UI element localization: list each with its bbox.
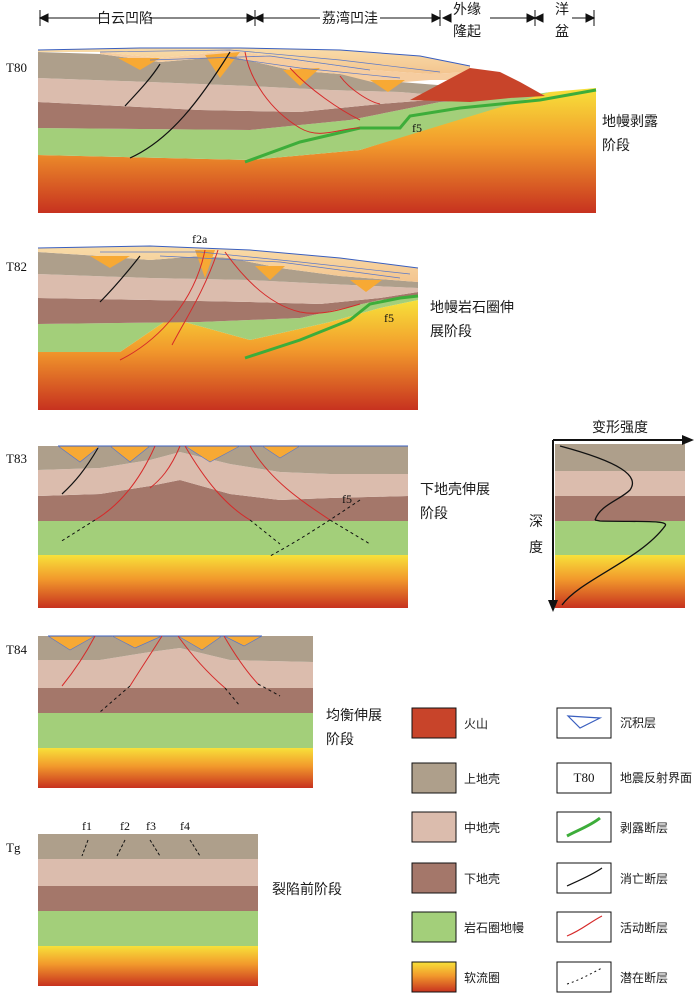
legend-label-asthenosphere: 软流圈 bbox=[464, 971, 500, 985]
stage-t80-line1: 地幔剥露 bbox=[602, 114, 658, 130]
legend-t80-box-text: T80 bbox=[574, 770, 595, 785]
legend-label-volcano: 火山 bbox=[464, 717, 488, 731]
region-ocean-1: 洋 bbox=[555, 2, 569, 18]
fault-label-f2: f2 bbox=[120, 819, 130, 833]
legend-swatch-mantle bbox=[411, 911, 457, 943]
fault-label-f2a: f2a bbox=[192, 232, 208, 246]
section-label-tg: Tg bbox=[6, 840, 21, 855]
stage-t84-line2: 阶段 bbox=[326, 732, 354, 748]
legend-swatch-lower-crust bbox=[411, 862, 457, 894]
region-ocean-2: 盆 bbox=[555, 24, 569, 40]
depth-label-1: 深 bbox=[529, 514, 543, 530]
section-t80 bbox=[37, 47, 597, 213]
fault-label-f4: f4 bbox=[180, 819, 190, 833]
stage-t83-line2: 阶段 bbox=[420, 506, 448, 522]
fault-label-f5-t80: f5 bbox=[412, 121, 422, 135]
legend-swatch-volcano bbox=[411, 707, 457, 739]
stage-t84-line1: 均衡伸展 bbox=[326, 708, 382, 724]
depth-label-2: 度 bbox=[529, 540, 543, 556]
active-fault-icon bbox=[566, 915, 603, 937]
section-label-t84: T84 bbox=[6, 642, 27, 657]
legend bbox=[411, 707, 612, 993]
dead-fault-icon bbox=[566, 867, 603, 887]
region-baiyun: 白云凹陷 bbox=[97, 11, 153, 27]
section-label-t80: T80 bbox=[6, 60, 27, 75]
section-t82 bbox=[37, 245, 419, 410]
section-label-t83: T83 bbox=[6, 451, 27, 466]
strength-plot bbox=[548, 435, 694, 612]
region-outer-1: 外缘 bbox=[453, 2, 481, 18]
strength-title: 变形强度 bbox=[592, 420, 648, 436]
legend-swatch-middle-crust bbox=[411, 811, 457, 843]
legend-label-seismic: 地震反射界面 bbox=[620, 770, 692, 785]
section-label-t82: T82 bbox=[6, 259, 27, 274]
fault-label-f3: f3 bbox=[146, 819, 156, 833]
legend-label-exhumation-fault: 剥露断层 bbox=[620, 820, 668, 835]
legend-label-sediment: 沉积层 bbox=[620, 716, 656, 730]
legend-label-active-fault: 活动断层 bbox=[620, 920, 668, 935]
legend-label-dead-fault: 消亡断层 bbox=[620, 871, 668, 886]
fault-label-f1: f1 bbox=[82, 819, 92, 833]
potential-fault-icon bbox=[566, 967, 603, 985]
exhumation-fault-icon bbox=[566, 816, 601, 838]
fault-label-f5-t82: f5 bbox=[384, 311, 394, 325]
legend-label-mantle: 岩石圈地幔 bbox=[464, 920, 524, 935]
stage-t82-line1: 地幔岩石圈伸 bbox=[430, 300, 514, 316]
header-region-bar bbox=[38, 10, 596, 26]
legend-label-lower-crust: 下地壳 bbox=[464, 872, 500, 886]
section-tg bbox=[38, 834, 258, 986]
legend-swatch-upper-crust bbox=[411, 762, 457, 794]
stage-t82-line2: 展阶段 bbox=[430, 324, 472, 340]
stage-t80-line2: 阶段 bbox=[602, 138, 630, 154]
legend-label-middle-crust: 中地壳 bbox=[464, 820, 500, 835]
legend-label-upper-crust: 上地壳 bbox=[464, 772, 500, 786]
fault-label-f5-t83: f5 bbox=[342, 492, 352, 506]
legend-label-potential-fault: 潜在断层 bbox=[620, 970, 668, 985]
region-liwan: 荔湾凹洼 bbox=[322, 10, 378, 27]
stage-tg: 裂陷前阶段 bbox=[272, 881, 342, 898]
legend-swatch-asthenosphere bbox=[411, 961, 457, 993]
stage-t83-line1: 下地壳伸展 bbox=[420, 481, 490, 498]
section-t84 bbox=[38, 635, 313, 788]
sediment-wedge-icon bbox=[566, 715, 603, 729]
section-t83 bbox=[38, 445, 408, 608]
region-outer-2: 隆起 bbox=[453, 24, 481, 40]
